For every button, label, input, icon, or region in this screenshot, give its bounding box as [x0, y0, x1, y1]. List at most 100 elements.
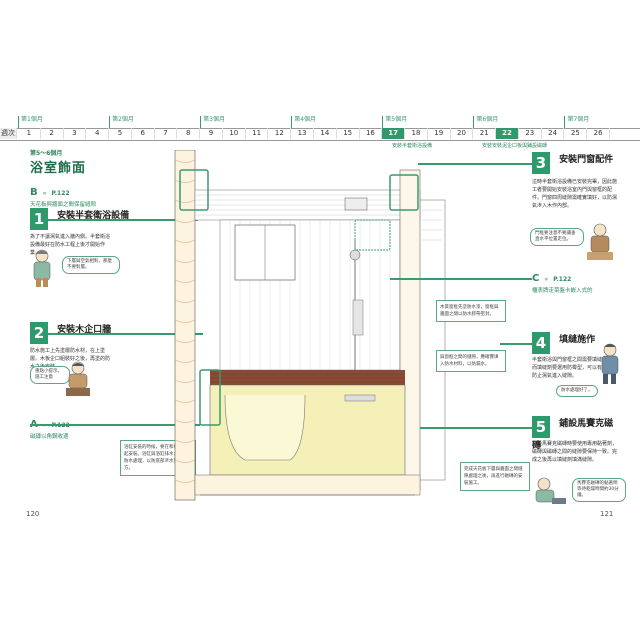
step-2-number: 2 — [30, 322, 48, 344]
timeline-week: 8 — [177, 128, 201, 139]
step-5-number: 5 — [532, 416, 550, 438]
step-3-title: 安裝門窗配件 — [559, 155, 614, 165]
step-3-body: 這時半套衛浴設備已安裝完畢，因此施工者要開始安裝浴室內門與窗框的配件。門窗四周縫… — [532, 179, 618, 209]
leader-line-4 — [500, 343, 532, 345]
timeline-week: 6 — [132, 128, 155, 139]
step-3-number: 3 — [532, 152, 550, 174]
worker-illustration-5 — [535, 477, 566, 504]
timeline-week: 4 — [86, 128, 110, 139]
timeline-month-tick — [473, 116, 475, 128]
timeline-week: 16 — [360, 128, 383, 139]
timeline-week: 5 — [109, 128, 132, 139]
timeline-week: 22 — [496, 128, 519, 139]
ref-c-text: 櫃表牌走菜盤卡嵌入式的 — [532, 288, 593, 294]
step-5-title: 鋪設馬賽克磁磚 — [532, 419, 614, 451]
ref-b-page: P.122 — [51, 190, 70, 197]
step-1-title: 安裝半套衛浴設備 — [57, 211, 130, 221]
timeline-month-tick — [382, 116, 384, 128]
timeline-month-label: 第5個月 — [385, 116, 408, 123]
timeline-week: 11 — [246, 128, 269, 139]
timeline-month-tick — [18, 116, 19, 128]
timeline-week: 9 — [200, 128, 223, 139]
step-3: 3 安裝門窗配件 — [532, 152, 622, 174]
timeline-week: 18 — [405, 128, 428, 139]
timeline-week: 2 — [41, 128, 64, 139]
step-4-title: 填縫施作 — [559, 335, 596, 345]
week17-label: 安裝半套衛浴設備 — [392, 143, 433, 149]
timeline-month-label: 第2個月 — [112, 116, 134, 123]
ref-a: A » P.122 磁磚以角鋼收邊 — [30, 412, 70, 440]
timeline-month-tick — [564, 116, 566, 128]
step-5-body: 鋪設馬賽克磁磚時要使用專用黏著劑，磁磚與磁磚之間的縫隙要保持一致。完成之後再以填… — [532, 441, 618, 463]
kicker: 第5～6個月 — [30, 150, 63, 157]
note-bottom: 完成天花板下層與牆面之間縫隙處理之後，再進行磁磚的安裝施工。 — [460, 462, 530, 491]
ref-c: C » P.122 櫃表牌走菜盤卡嵌入式的 — [532, 273, 593, 294]
timeline-month-tick — [291, 116, 293, 128]
step-5-bubble: 馬賽克磁磚的黏著劑等待乾燥時間約30分鐘。 — [572, 478, 626, 502]
leader-line-c — [390, 278, 532, 280]
timeline-week: 23 — [519, 128, 542, 139]
step-4-body: 半套衛浴與門窗框之間需要填縫。而填縫劑要選用防霉型，可以有效防止濕氣進入縫隙。 — [532, 357, 608, 379]
page-title: 浴室飾面 — [30, 161, 87, 176]
worker-illustration-4 — [601, 343, 619, 384]
timeline-week: 13 — [291, 128, 314, 139]
timeline-week: 26 — [587, 128, 610, 139]
timeline-week: 19 — [428, 128, 451, 139]
timeline-month-label: 第4個月 — [294, 116, 317, 123]
timeline-week: 24 — [542, 128, 565, 139]
timeline-row-label: 週次 — [0, 128, 17, 139]
ref-c-letter: C — [532, 273, 540, 284]
timeline-month-label: 第1個月 — [21, 116, 43, 123]
leader-line-5 — [420, 427, 532, 429]
timeline-week: 10 — [223, 128, 246, 139]
timeline-month-label: 第7個月 — [567, 116, 590, 123]
step-4: 4 填縫施作 — [532, 332, 622, 354]
ref-b: B » P.122 天花板與牆面之間保留縫隙 — [30, 187, 97, 208]
ref-c-page: P.122 — [553, 276, 572, 283]
timeline-week: 25 — [564, 128, 588, 139]
step-5: 5 鋪設馬賽克磁磚 — [532, 416, 622, 458]
leader-line-1 — [48, 219, 198, 221]
leader-line-a — [30, 424, 200, 426]
note-gap-fill: 與窗框之間的縫隙，應確實填入防水材料，以防漏水。 — [436, 350, 506, 372]
step-4-number: 4 — [532, 332, 550, 354]
step-1-number: 1 — [30, 208, 48, 230]
ref-b-letter: B — [30, 187, 38, 198]
timeline-month-label: 第3個月 — [203, 116, 225, 123]
timeline-week: 14 — [314, 128, 337, 139]
timeline-week: 7 — [155, 128, 178, 139]
note-window-frame: 木質窗框先塗防水漆，窗框與牆面之間以防水膠帶密封。 — [436, 300, 506, 322]
week22-label: 安裝安裝泥企口板與鋪設磁磚 — [482, 143, 548, 149]
leader-line-2 — [48, 333, 203, 335]
page-number-right: 121 — [600, 510, 614, 518]
worker-illustration-2 — [66, 361, 90, 396]
timeline-month-tick — [200, 116, 202, 128]
timeline-week: 1 — [18, 128, 41, 139]
step-2-bubble: 重點小提示。施工注意 — [30, 366, 70, 384]
step-4-bubble: 防水處理好了。 — [556, 385, 598, 397]
timeline-week: 20 — [451, 128, 474, 139]
bathroom-section-drawing — [174, 150, 446, 501]
timeline-week: 17 — [382, 128, 406, 139]
step-2-title: 安裝木企口牆 — [57, 325, 112, 335]
page-number-left: 120 — [26, 510, 40, 518]
timeline-bar — [0, 128, 640, 141]
timeline-week: 3 — [64, 128, 87, 139]
worker-illustration-3 — [587, 223, 613, 260]
worker-illustration-1 — [33, 249, 51, 287]
step-3-bubble: 門框要注意不要讓垂直水平位置走位。 — [530, 228, 584, 246]
timeline-week: 12 — [268, 128, 292, 139]
ref-a-text: 磁磚以角鋼收邊 — [30, 434, 69, 440]
timeline-week: 21 — [473, 128, 497, 139]
timeline-week: 15 — [337, 128, 360, 139]
step-1: 1 安裝半套衛浴設備 為了不讓濕氣進入牆內側。半套衛浴設備最好在防水工程上後才開… — [30, 208, 150, 257]
step-1-bubble: 下層與空氣相對，那麼不要對層。 — [62, 256, 120, 274]
timeline-month-label: 第6個月 — [476, 116, 499, 123]
section-header: 第5～6個月 浴室飾面 — [30, 148, 86, 176]
timeline-month-tick — [109, 116, 111, 128]
ref-b-text: 天花板與牆面之間保留縫隙 — [30, 202, 97, 208]
leader-line-3 — [418, 163, 532, 165]
ref-a-page: P.122 — [51, 422, 70, 429]
step-1-body: 為了不讓濕氣進入牆內側。半套衛浴設備最好在防水工程上後才開始作業。 — [30, 234, 111, 256]
